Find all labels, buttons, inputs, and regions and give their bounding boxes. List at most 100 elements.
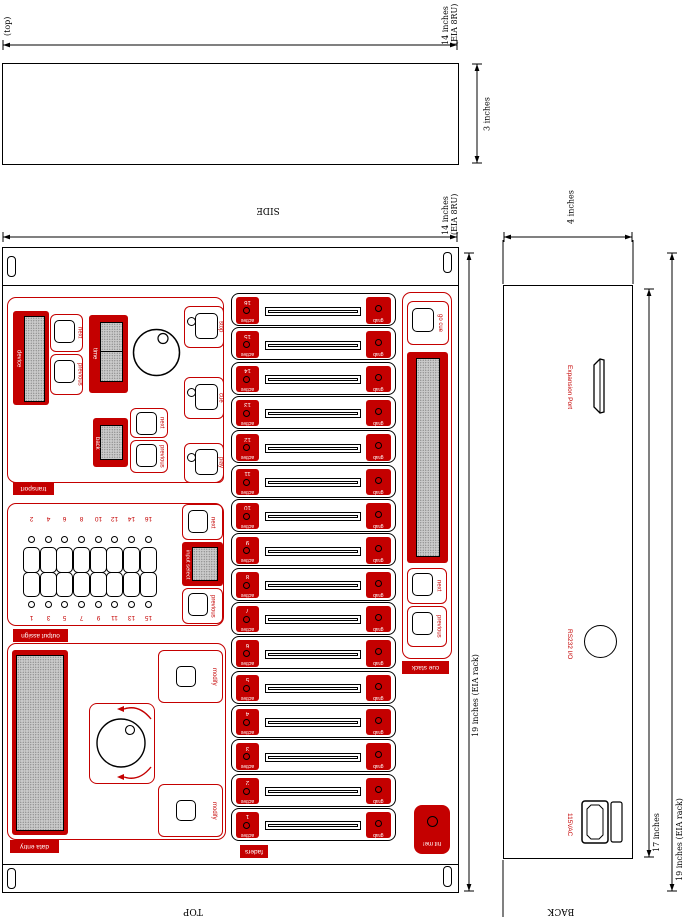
channel-number: 8 (245, 573, 249, 580)
output-assign-button-4[interactable] (39, 547, 57, 573)
output-led-top-7 (144, 535, 152, 543)
output-assign-button-1[interactable] (23, 571, 40, 597)
transport-play-button[interactable] (195, 449, 218, 475)
data-entry-modify-2-button[interactable] (176, 800, 196, 821)
fader-slot[interactable] (265, 718, 361, 728)
back-display-screen (100, 425, 123, 460)
transport-jog-wheel[interactable] (131, 327, 183, 379)
channel-number: 13 (243, 401, 251, 408)
output-even-number-3: 8 (79, 515, 84, 522)
fader-slot[interactable] (265, 478, 361, 488)
output-odd-number-1: 3 (46, 613, 50, 621)
output-assign-button-15[interactable] (139, 571, 157, 597)
active-label: active (240, 591, 254, 598)
top-view-caption: (top) (2, 16, 12, 36)
transport-device-previous-outline (50, 354, 83, 395)
output-led-top-3 (77, 535, 85, 543)
cue-stack-section-tab: cue stack (402, 661, 449, 674)
active-led (243, 444, 250, 452)
panic-button[interactable] (414, 805, 450, 854)
fader-slot[interactable] (265, 821, 361, 831)
fader-slot[interactable] (265, 787, 361, 797)
transport-stop-button[interactable] (195, 313, 218, 339)
active-label: active (240, 522, 254, 529)
input-select-previous-button[interactable] (188, 593, 208, 616)
ccw-arrow-head (117, 706, 124, 712)
output-assign-button-14[interactable] (122, 547, 140, 573)
data-entry-jog-wheel[interactable] (89, 703, 155, 784)
back-view-outline (503, 285, 633, 859)
cue-stack-go-cue-outline (407, 301, 449, 345)
output-led-top-0 (28, 535, 35, 543)
transport-back-previous-button[interactable] (136, 444, 157, 467)
output-assign-button-6[interactable] (56, 547, 74, 573)
output-assign-button-2[interactable] (23, 547, 40, 573)
rack-ear-divider-top (3, 285, 458, 287)
input-select-next-button[interactable] (188, 510, 208, 533)
grab-led (375, 648, 382, 656)
output-assign-button-16[interactable] (139, 547, 157, 573)
grab-label: grab (373, 660, 384, 667)
output-even-number-0: 2 (29, 515, 34, 522)
transport-device-previous-button[interactable] (54, 360, 75, 383)
fader-slot[interactable] (265, 684, 361, 694)
output-assign-button-7[interactable] (72, 571, 90, 597)
cue-stack-go-cue-button[interactable] (412, 308, 434, 332)
input-select-previous-label: previous (209, 594, 216, 618)
fader-slot-track (268, 378, 358, 382)
output-even-number-2: 6 (62, 515, 67, 522)
output-assign-button-3[interactable] (39, 571, 57, 597)
fader-slot[interactable] (265, 340, 361, 350)
grab-label: grab (373, 557, 384, 564)
cw-arrow (123, 766, 152, 779)
output-assign-button-8[interactable] (72, 547, 90, 573)
grab-led (375, 613, 382, 621)
grab-label: grab (373, 591, 384, 598)
jog-wheel-dimple (124, 724, 136, 736)
transport-cue-led (187, 388, 196, 397)
output-assign-button-9[interactable] (89, 571, 107, 597)
output-even-number-4: 10 (94, 515, 102, 522)
transport-back-next-button[interactable] (136, 412, 157, 435)
time-display-screen-upper (100, 322, 123, 352)
active-label: active (240, 419, 254, 426)
fader-slot[interactable] (265, 546, 361, 556)
cue-stack-next-button[interactable] (412, 573, 433, 596)
data-entry-border (7, 643, 226, 840)
device-display-label: device (15, 350, 22, 368)
output-assign-button-13[interactable] (122, 571, 140, 597)
fader-slot[interactable] (265, 615, 361, 625)
output-assign-button-12[interactable] (106, 547, 124, 573)
cw-arrow-head (117, 774, 124, 780)
fader-slot[interactable] (265, 512, 361, 522)
output-assign-button-10[interactable] (89, 547, 107, 573)
fader-slot-track (268, 652, 358, 656)
transport-device-next-button[interactable] (54, 320, 75, 343)
cue-stack-previous-button[interactable] (412, 612, 433, 635)
grab-led (375, 751, 382, 759)
fader-slot[interactable] (265, 375, 361, 385)
fader-slot[interactable] (265, 409, 361, 419)
screw-slot-1 (7, 256, 16, 277)
output-assign-button-11[interactable] (106, 571, 124, 597)
fader-slot[interactable] (265, 649, 361, 659)
fader-slot[interactable] (265, 306, 361, 316)
grab-label: grab (373, 763, 384, 770)
output-assign-button-5[interactable] (56, 571, 74, 597)
panel-width-dimension-label-top: 19 inches (EIA rack) (470, 654, 480, 738)
fader-slot[interactable] (265, 443, 361, 453)
active-label: active (240, 351, 254, 358)
active-label: active (240, 557, 254, 564)
fader-slot[interactable] (265, 581, 361, 591)
data-entry-modify-1-button[interactable] (176, 666, 196, 687)
transport-cue-button[interactable] (195, 384, 218, 410)
fader-slot[interactable] (265, 752, 361, 762)
back-inner-width-dimension-label: 17 inches (651, 813, 661, 853)
fader-slot-track (268, 446, 358, 450)
output-odd-number-2: 5 (62, 613, 67, 621)
transport-play-label: play (217, 457, 224, 469)
transport-device-next-outline (50, 314, 83, 352)
grab-label: grab (373, 797, 384, 804)
